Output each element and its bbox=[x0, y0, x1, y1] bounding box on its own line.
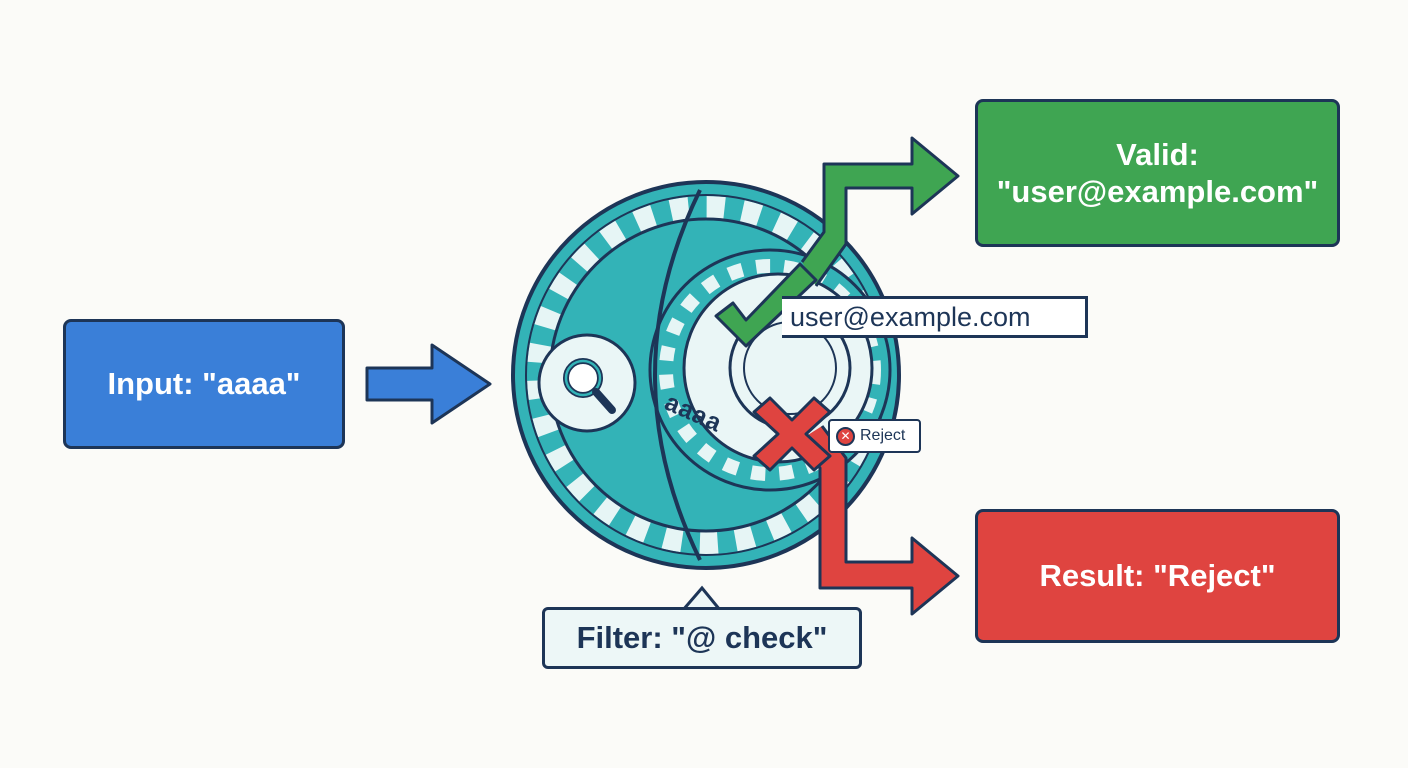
input-box: Input: "aaaa" bbox=[63, 319, 345, 449]
reject-tag-text: Reject bbox=[860, 427, 906, 444]
valid-result-box: Valid: "user@example.com" bbox=[975, 99, 1340, 247]
valid-title: Valid: bbox=[1116, 136, 1199, 172]
reject-result-box: Result: "Reject" bbox=[975, 509, 1340, 643]
check-mark-icon bbox=[714, 262, 818, 348]
search-icon bbox=[537, 333, 637, 433]
reject-result-label: Result: "Reject" bbox=[1039, 558, 1276, 594]
input-arrow-icon bbox=[365, 343, 492, 425]
input-label: Input: "aaaa" bbox=[107, 366, 301, 402]
email-tag: user@example.com bbox=[782, 296, 1088, 338]
cross-mark-icon bbox=[752, 396, 832, 472]
valid-arrow-icon bbox=[800, 136, 960, 287]
email-tag-text: user@example.com bbox=[790, 301, 1031, 332]
filter-callout: Filter: "@ check" bbox=[542, 607, 862, 669]
callout-pointer bbox=[681, 585, 722, 611]
reject-x-icon: ✕ bbox=[836, 426, 855, 446]
filter-label: Filter: "@ check" bbox=[576, 620, 828, 655]
reject-tag: ✕ Reject bbox=[828, 419, 921, 453]
valid-value: "user@example.com" bbox=[996, 174, 1319, 209]
reject-arrow-icon bbox=[798, 425, 960, 616]
